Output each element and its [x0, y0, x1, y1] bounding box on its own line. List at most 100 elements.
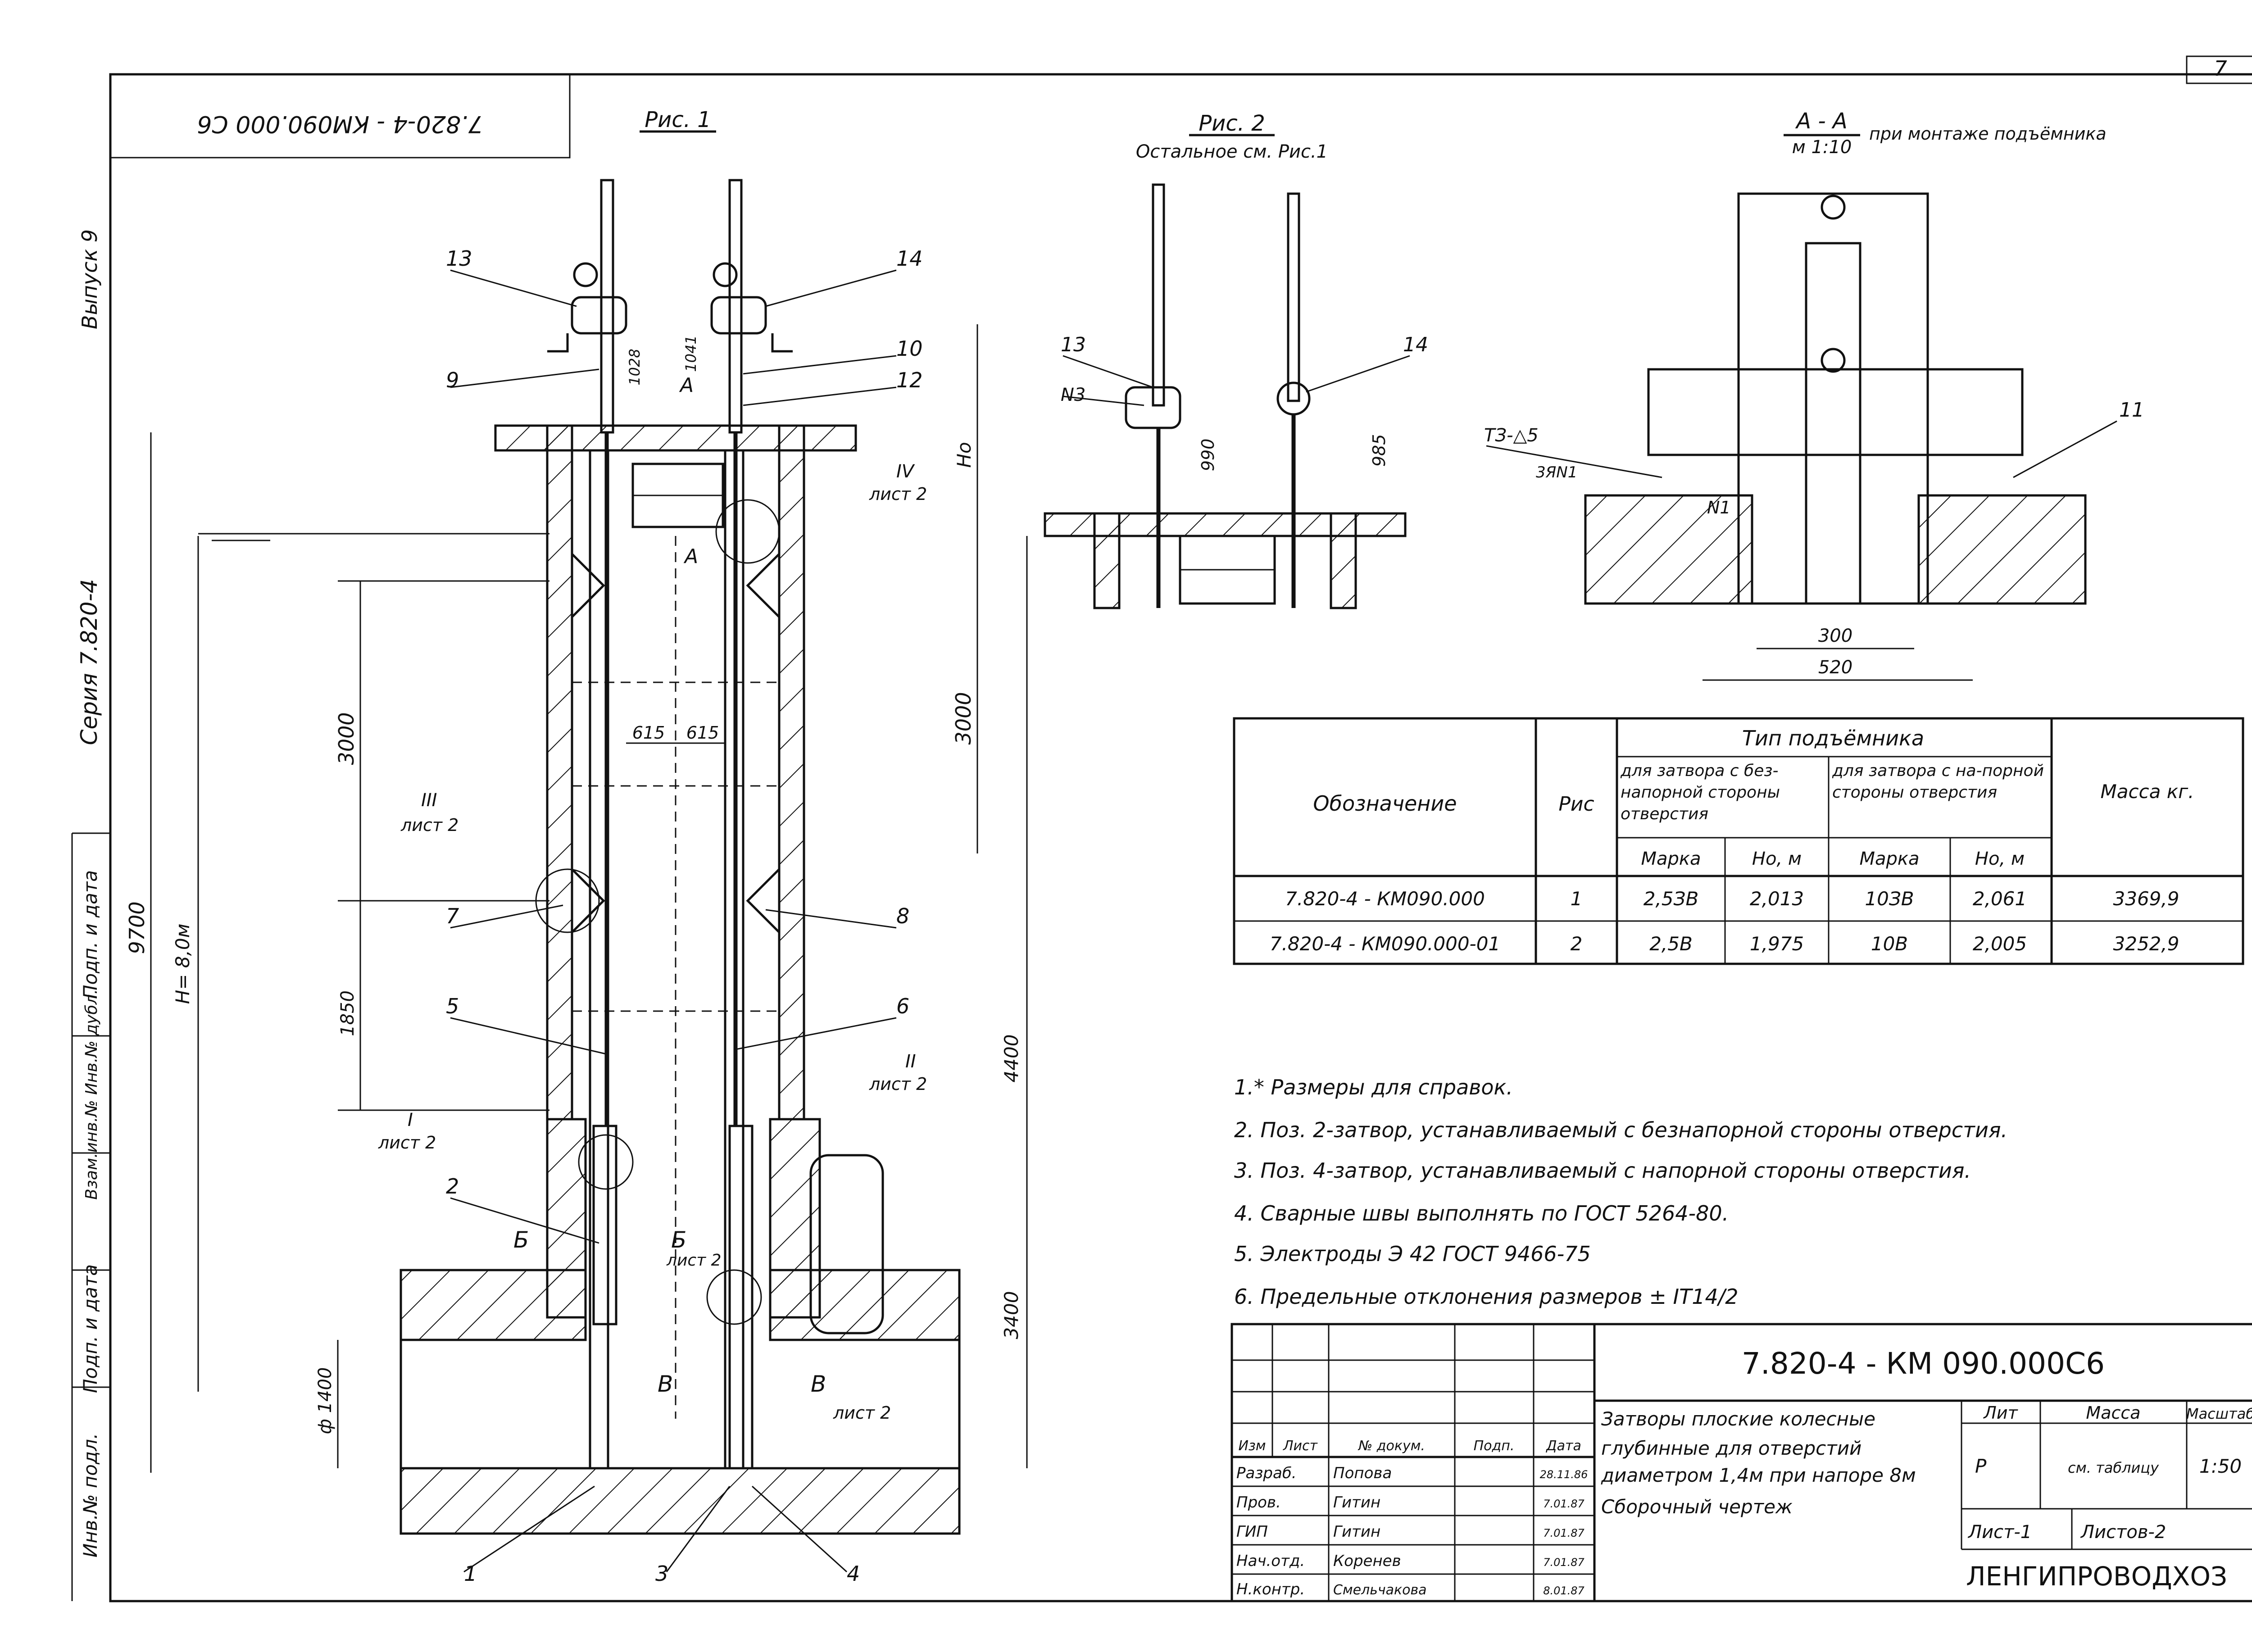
row-2-ho1: 1,975 [1750, 933, 1804, 955]
section-mark-a2: А [683, 545, 698, 568]
section-mark-b1: Б [513, 1227, 529, 1253]
weld-mark-3ya: 3ЯN1 [1536, 463, 1577, 481]
col-free-side: для затвора с без-напорной стороны отвер… [1621, 762, 1780, 823]
detail-ref-iii: III [421, 790, 437, 811]
node-n1: N1 [1707, 498, 1731, 517]
section-aa-pos-11: 11 [2119, 399, 2144, 422]
role-developer: Разраб. [1236, 1464, 1297, 1482]
note-3: 3. Поз. 4-затвор, устанавливаемый с напо… [1234, 1158, 1971, 1183]
col-mass: Масса кг. [2100, 781, 2194, 803]
row-2-mark1: 2,5В [1649, 933, 1693, 955]
figure-1-caption: Рис. 1 [645, 107, 711, 132]
col-lift-type: Тип подъёмника [1742, 726, 1924, 750]
table-row: Нач.отд. Коренев 7.01.87 [1236, 1552, 1585, 1570]
notes: 1.* Размеры для справок. 2. Поз. 2-затво… [1234, 1075, 2007, 1309]
pos-label-6: 6 [896, 994, 909, 1018]
dim-1400: ф 1400 [315, 1367, 336, 1434]
dim-3400: 3400 [1000, 1291, 1022, 1339]
pos-label-3: 3 [655, 1561, 668, 1586]
spec-table-grid [1233, 717, 2244, 965]
dim-4400: 4400 [1000, 1035, 1022, 1083]
table-row: ГИП Гитин 7.01.87 [1236, 1523, 1585, 1541]
table-row: 7.820-4 - КМ090.000-01 2 2,5В 1,975 10В … [1270, 933, 2179, 955]
title-line-1: Затворы плоские колесные [1601, 1408, 1875, 1430]
pos-label-14: 14 [896, 246, 923, 271]
hdr-sheet: Лист [1283, 1438, 1318, 1454]
dim-1041: 1041 [682, 335, 699, 372]
row-1-mass: 3369,9 [2113, 888, 2179, 910]
detail-ref-ii: II [905, 1051, 916, 1072]
table-row: Разраб. Попова 28.11.86 [1236, 1464, 1588, 1482]
issue-stamp: Выпуск 9 [77, 229, 102, 329]
dim-615-a: 615 [632, 723, 665, 743]
dim-1850: 1850 [337, 990, 358, 1036]
figure-2-subcaption: Остальное см. Рис.1 [1136, 141, 1328, 162]
detail-ref-b-sheet: лист 2 [666, 1251, 722, 1270]
table-row: Пров. Гитин 7.01.87 [1236, 1493, 1585, 1511]
hdr-signature: Подп. [1474, 1438, 1515, 1454]
stamp-col-2: Взам.инв.№ Инв.№ дубл. [82, 989, 101, 1200]
date-chief-engineer: 7.01.87 [1543, 1527, 1585, 1539]
detail-ref-i-sheet: лист 2 [378, 1133, 436, 1153]
row-1-mark2: 10ЗВ [1865, 888, 1914, 910]
row-1-ho2: 2,061 [1973, 888, 2027, 910]
dim-1028: 1028 [626, 349, 643, 385]
sheet-number: 7 [2214, 56, 2227, 81]
name-checker: Гитин [1333, 1493, 1380, 1511]
name-norm-control: Смельчакова [1333, 1582, 1427, 1598]
col-fig: Рис [1558, 793, 1594, 816]
scale-header: Масштаб [2186, 1405, 2252, 1422]
figure-2-label-13: 13 [1061, 333, 1086, 356]
section-aa [1486, 134, 2117, 681]
pos-label-8: 8 [896, 904, 909, 928]
sub-mark-2: Марка [1859, 849, 1919, 869]
name-chief-engineer: Гитин [1333, 1523, 1380, 1541]
pos-label-1: 1 [464, 1561, 477, 1586]
row-1-ho1: 2,013 [1750, 888, 1804, 910]
name-developer: Попова [1333, 1464, 1392, 1482]
pos-label-12: 12 [896, 368, 923, 392]
sub-mark-1: Марка [1641, 849, 1701, 869]
table-row: Н.контр. Смельчакова 8.01.87 [1236, 1580, 1585, 1598]
sheet-frame [71, 55, 2252, 1602]
role-norm-control: Н.контр. [1236, 1580, 1305, 1598]
figure-1 [150, 130, 1028, 1573]
figure-2-caption: Рис. 2 [1199, 111, 1265, 136]
lit-value: Р [1975, 1455, 1987, 1477]
row-1-fig: 1 [1571, 888, 1583, 910]
sub-ho-1: Но, м [1752, 849, 1802, 869]
pos-label-5: 5 [446, 994, 459, 1018]
title-line-3: диаметром 1,4м при напоре 8м [1601, 1464, 1916, 1486]
section-mark-v1: В [658, 1371, 673, 1397]
pos-label-13: 13 [446, 246, 472, 271]
stamp-col-3: Подп. и дата [79, 1264, 101, 1393]
row-1-mark1: 2,5ЗВ [1644, 888, 1699, 910]
section-aa-title: А - А [1795, 109, 1848, 134]
name-dept-head: Коренев [1333, 1552, 1401, 1570]
pos-label-2: 2 [446, 1174, 459, 1198]
pos-label-7: 7 [446, 904, 459, 928]
dim-615-b: 615 [686, 723, 719, 743]
mass-header: Масса [2086, 1403, 2140, 1423]
document-code: 7.820-4 - КМ 090.000С6 [1742, 1346, 2105, 1381]
date-developer: 28.11.86 [1540, 1468, 1588, 1481]
organization-name: ЛЕНГИПРОВОДХОЗ [1966, 1561, 2227, 1592]
lit-header: Лит [1983, 1403, 2018, 1423]
section-mark-b2: Б [671, 1227, 686, 1253]
sheet-index: Лист-1 [1967, 1522, 2032, 1543]
document-type: Сборочный чертеж [1601, 1496, 1793, 1518]
detail-ref-iv: IV [896, 461, 915, 482]
role-checker: Пров. [1236, 1493, 1281, 1511]
detail-ref-iv-sheet: лист 2 [869, 484, 927, 504]
dim-300: 300 [1818, 626, 1852, 646]
note-5: 5. Электроды Э 42 ГОСТ 9466-75 [1234, 1242, 1591, 1266]
section-mark-v2: В [811, 1371, 826, 1397]
dim-ho: Но [953, 442, 975, 467]
dim-3000-left: 3000 [334, 712, 359, 765]
date-dept-head: 7.01.87 [1543, 1556, 1585, 1569]
row-2-designation: 7.820-4 - КМ090.000-01 [1270, 933, 1500, 955]
stamp-col-1: Подп. и дата [79, 870, 101, 999]
row-2-mass: 3252,9 [2113, 933, 2179, 955]
detail-ref-ii-sheet: лист 2 [869, 1074, 927, 1094]
